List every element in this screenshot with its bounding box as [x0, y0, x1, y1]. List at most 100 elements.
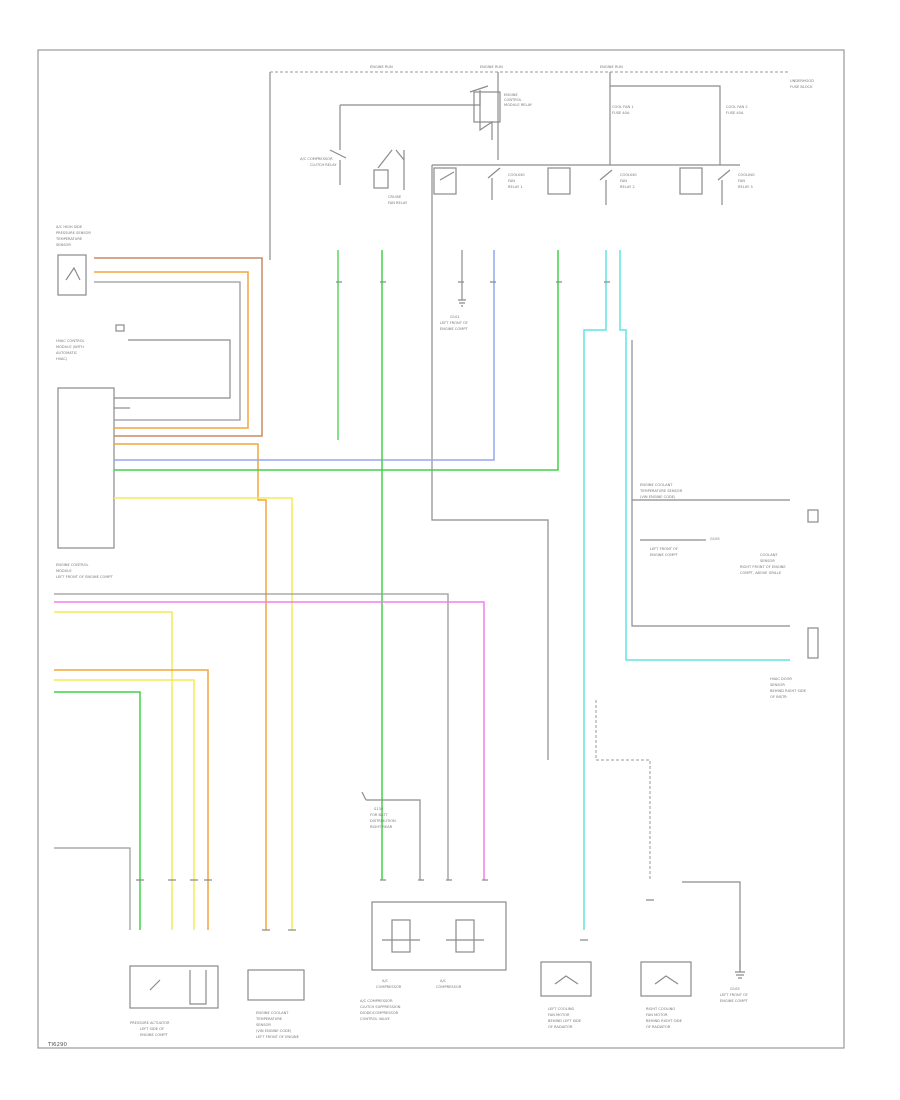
svg-text:SENSOR: SENSOR [770, 683, 785, 687]
svg-text:A/C: A/C [382, 979, 389, 983]
svg-text:OF RADIATOR: OF RADIATOR [646, 1025, 671, 1029]
connector-icon [136, 281, 654, 941]
svg-text:RELAY 3: RELAY 3 [738, 185, 753, 189]
diagram-frame [37, 49, 845, 1049]
svg-text:(VIN ENGINE CODE): (VIN ENGINE CODE) [640, 495, 676, 499]
svg-text:TEMPERATURE SENSOR: TEMPERATURE SENSOR [639, 489, 683, 493]
svg-text:HVAC DOOR: HVAC DOOR [770, 677, 792, 681]
svg-text:ENGINE COMPT: ENGINE COMPT [140, 1033, 169, 1037]
svg-text:COOL FAN 1: COOL FAN 1 [612, 105, 634, 109]
wire-yellow-3 [54, 679, 195, 930]
svg-text:FOR BATT: FOR BATT [370, 813, 388, 817]
fuse-icon [361, 791, 421, 880]
relay-switch-icon [373, 149, 405, 190]
svg-text:COMPT, ABOVE GRILLE: COMPT, ABOVE GRILLE [740, 571, 782, 575]
svg-text:FAN RELAY: FAN RELAY [388, 201, 408, 205]
wire-orange [94, 271, 249, 429]
svg-text:ENGINE COMPT: ENGINE COMPT [440, 327, 469, 331]
wire-gray-dash [595, 700, 651, 880]
svg-text:CRUISE: CRUISE [388, 195, 402, 199]
svg-text:S134: S134 [374, 807, 384, 811]
pressure-switch [129, 965, 219, 1009]
diagram-ref: TI6290 [47, 1042, 67, 1048]
svg-text:A/C: A/C [440, 979, 447, 983]
wire-yellow-2 [54, 611, 173, 930]
svg-text:UNDERHOOD: UNDERHOOD [790, 79, 814, 83]
svg-text:G105: G105 [730, 987, 740, 991]
svg-text:ENGINE RUN: ENGINE RUN [480, 65, 503, 69]
ground-icon [458, 250, 466, 307]
relay-switch-icon [679, 167, 731, 205]
svg-text:G105: G105 [710, 537, 720, 541]
engine-control-module [57, 387, 115, 549]
svg-text:COOLING: COOLING [620, 173, 637, 177]
relay-switch-icon [329, 149, 347, 185]
ac-compressor [371, 901, 507, 971]
cooling-fan-left [540, 961, 592, 997]
svg-text:FAN MOTOR: FAN MOTOR [646, 1013, 668, 1017]
relay-switch-icon [469, 85, 501, 140]
svg-text:ENGINE COMPT: ENGINE COMPT [650, 553, 679, 557]
wire-orange-3 [54, 669, 209, 930]
svg-text:DISTRIBUTION: DISTRIBUTION [370, 819, 396, 823]
sensor-icon [807, 627, 819, 659]
wire-gray-right [631, 340, 790, 501]
svg-text:BEHIND RIGHT SIDE: BEHIND RIGHT SIDE [770, 689, 807, 693]
svg-text:CONTROL: CONTROL [504, 98, 522, 102]
svg-text:COMPRESSOR: COMPRESSOR [376, 985, 402, 989]
svg-text:COOLING: COOLING [738, 173, 755, 177]
svg-text:RELAY 1: RELAY 1 [508, 185, 523, 189]
svg-text:TEMPERATURE: TEMPERATURE [55, 237, 83, 241]
connector-icon [114, 339, 231, 409]
svg-text:LEFT SIDE OF: LEFT SIDE OF [140, 1027, 164, 1031]
svg-text:RIGHT FRONT OF ENGINE: RIGHT FRONT OF ENGINE [740, 565, 786, 569]
svg-text:LEFT FRONT OF ENGINE: LEFT FRONT OF ENGINE [256, 1035, 300, 1039]
svg-text:RELAY 2: RELAY 2 [620, 185, 635, 189]
ground-icon [735, 960, 745, 979]
wire-pink [54, 601, 485, 880]
svg-text:HVAC CONTROL: HVAC CONTROL [56, 339, 85, 343]
svg-text:MODULE RELAY: MODULE RELAY [504, 103, 533, 107]
wire-green [114, 250, 559, 471]
svg-text:FUSE BLOCK: FUSE BLOCK [790, 85, 813, 89]
svg-text:FUSE 40A: FUSE 40A [612, 111, 630, 115]
svg-text:ENGINE COMPT: ENGINE COMPT [720, 999, 749, 1003]
svg-text:(VIN ENGINE CODE): (VIN ENGINE CODE) [256, 1029, 292, 1033]
svg-text:AUTOMATIC: AUTOMATIC [56, 351, 78, 355]
svg-text:SENSOR: SENSOR [56, 243, 71, 247]
wire-orange-2 [114, 443, 267, 930]
svg-text:COOLANT: COOLANT [760, 553, 778, 557]
svg-text:LEFT FRONT OF: LEFT FRONT OF [650, 547, 678, 551]
wire-cyan-2 [619, 250, 790, 661]
wire-brown [94, 257, 263, 437]
svg-text:CLUTCH SUPPRESSION: CLUTCH SUPPRESSION [360, 1005, 401, 1009]
svg-text:FAN MOTOR: FAN MOTOR [548, 1013, 570, 1017]
svg-text:SENSOR: SENSOR [256, 1023, 271, 1027]
svg-text:TEMPERATURE: TEMPERATURE [255, 1017, 283, 1021]
svg-text:G101: G101 [450, 315, 460, 319]
sensor-icon [57, 254, 87, 296]
svg-text:LEFT COOLING: LEFT COOLING [548, 1007, 575, 1011]
svg-text:LEFT FRONT OF: LEFT FRONT OF [440, 321, 468, 325]
svg-text:BEHIND LEFT SIDE: BEHIND LEFT SIDE [548, 1019, 582, 1023]
svg-text:ENGINE RUN: ENGINE RUN [600, 65, 623, 69]
wire-gray [94, 281, 241, 421]
svg-text:ENGINE RUN: ENGINE RUN [370, 65, 393, 69]
power-bus [269, 71, 790, 760]
wire-green-4 [54, 691, 141, 930]
svg-text:A/C HIGH SIDE: A/C HIGH SIDE [56, 225, 83, 229]
svg-text:COOLING: COOLING [508, 173, 525, 177]
wire-gray-3 [54, 847, 131, 930]
sensor-icon [807, 509, 819, 523]
svg-text:FAN: FAN [738, 179, 745, 183]
svg-text:MODULE: MODULE [56, 569, 72, 573]
wire-blue [114, 250, 495, 461]
svg-text:BEHIND RIGHT SIDE: BEHIND RIGHT SIDE [646, 1019, 683, 1023]
svg-text:LEFT FRONT OF: LEFT FRONT OF [720, 993, 748, 997]
svg-text:ENGINE COOLANT: ENGINE COOLANT [256, 1011, 289, 1015]
svg-text:PRESSURE SENSOR: PRESSURE SENSOR [56, 231, 91, 235]
svg-text:MODULE (WITH: MODULE (WITH [56, 345, 84, 349]
svg-text:HVAC): HVAC) [56, 357, 68, 361]
wire-gray-2 [54, 593, 449, 880]
